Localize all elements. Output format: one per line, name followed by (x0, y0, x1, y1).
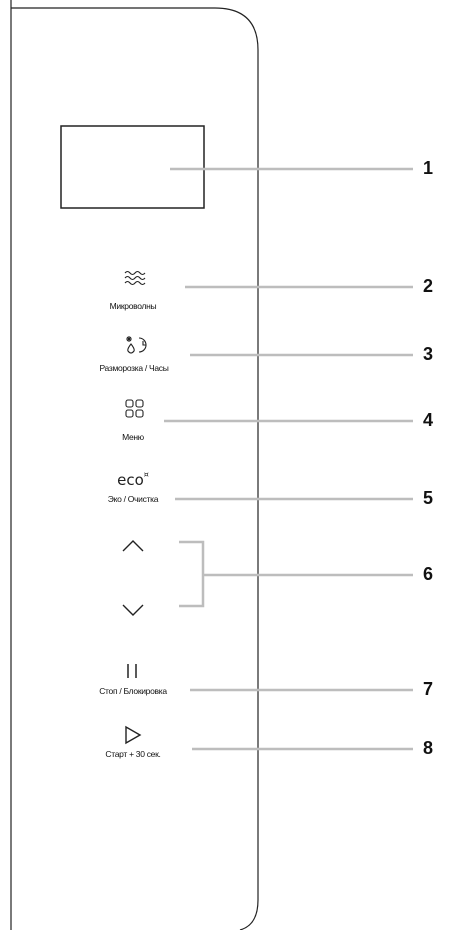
defrost-clock-icon (126, 336, 147, 354)
callout-number-3: 3 (423, 344, 434, 364)
display-window (60, 125, 205, 209)
eco-icon[interactable]: eco¤ (117, 470, 149, 489)
menu-button-label[interactable]: Меню (122, 432, 144, 442)
callout-bracket-6 (179, 540, 413, 608)
panel-outline (10, 0, 259, 930)
start-button-label[interactable]: Старт + 30 сек. (105, 749, 161, 759)
play-icon (125, 725, 142, 745)
callout-number-7: 7 (423, 679, 434, 699)
eco-icon-mark: ¤ (143, 470, 149, 479)
pause-icon (127, 664, 137, 678)
waves-icon (124, 270, 146, 286)
eco-clean-button-label[interactable]: Эко / Очистка (107, 494, 159, 504)
stop-lock-button-label[interactable]: Стоп / Блокировка (99, 686, 167, 696)
menu-grid-icon (125, 399, 144, 418)
defrost-clock-button-label[interactable]: Разморозка / Часы (99, 363, 169, 373)
callout-number-6: 6 (423, 564, 434, 584)
callout-number-5: 5 (423, 488, 434, 508)
microwave-button-label[interactable]: Микроволны (109, 301, 157, 311)
callout-number-1: 1 (423, 158, 434, 178)
arrow-up-icon (122, 540, 144, 552)
eco-icon-text: eco (117, 471, 144, 489)
callout-number-2: 2 (423, 276, 434, 296)
arrow-down-icon (122, 604, 144, 616)
callout-number-8: 8 (423, 738, 434, 758)
callout-number-4: 4 (423, 410, 434, 430)
